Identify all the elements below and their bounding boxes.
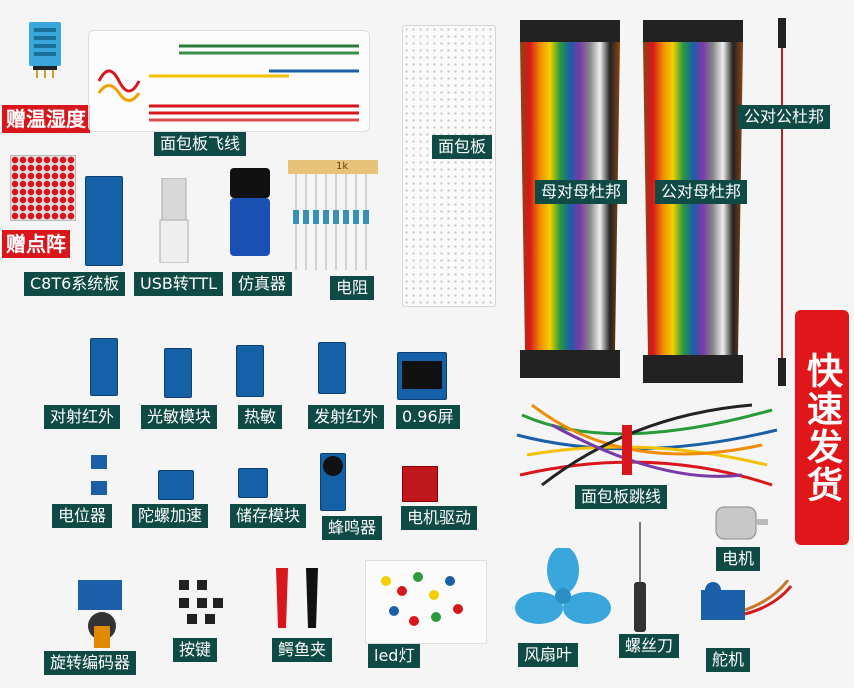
- photo-module-image: [164, 348, 192, 398]
- photo-label: 光敏模块: [141, 405, 218, 429]
- encoder-image: [78, 580, 130, 650]
- thermal-module-image: [236, 345, 264, 397]
- motor-driver-image: [402, 466, 438, 502]
- motor-label: 电机: [716, 547, 761, 571]
- potentiometer-image: [88, 455, 110, 497]
- button-image: [177, 578, 227, 628]
- storage-module-image: [238, 468, 268, 498]
- buzzer-module-image: [320, 453, 346, 511]
- c8t6-label: C8T6系统板: [24, 272, 126, 296]
- fan-blade-image: [513, 546, 613, 640]
- male-male-label: 公对公杜邦: [738, 105, 831, 129]
- gyro-module-image: [158, 470, 194, 500]
- c8t6-board-image: [85, 176, 123, 266]
- humidity-gift-label: 赠温湿度: [2, 105, 90, 133]
- oled-label: 0.96屏: [396, 405, 460, 429]
- fast-ship-banner: 快速发货: [795, 310, 849, 545]
- male-female-label: 公对母杜邦: [655, 180, 748, 204]
- screwdriver-image: [630, 522, 650, 632]
- emulator-image: [230, 168, 270, 258]
- button-label: 按键: [173, 638, 218, 662]
- encoder-label: 旋转编码器: [44, 651, 137, 675]
- dot-matrix-gift-label: 赠点阵: [2, 230, 70, 258]
- led-pack-image: [365, 560, 487, 644]
- storage-label: 储存模块: [230, 504, 307, 528]
- resistor-image: [288, 160, 378, 270]
- motor-driver-label: 电机驱动: [401, 506, 478, 530]
- fan-label: 风扇叶: [518, 643, 579, 667]
- screwdriver-label: 螺丝刀: [619, 634, 680, 658]
- ir-emit-module-image: [318, 342, 346, 394]
- led-label: led灯: [368, 644, 421, 668]
- servo-image: [693, 579, 793, 640]
- gyro-label: 陀螺加速: [132, 504, 209, 528]
- dot-matrix-image: [10, 155, 76, 221]
- oled-module-image: [397, 352, 447, 400]
- usb-ttl-image: [156, 177, 192, 264]
- male-male-dupont-image: [772, 18, 792, 388]
- thermal-label: 热敏: [238, 405, 283, 429]
- usb-ttl-label: USB转TTL: [134, 272, 224, 296]
- resistor-mark-text: 1k: [336, 161, 349, 172]
- breadboard-label: 面包板: [432, 135, 493, 159]
- wire-kit-box-image: [88, 30, 370, 132]
- breadboard-image: [402, 25, 496, 307]
- ir-pair-module-image: [90, 338, 118, 396]
- emulator-label: 仿真器: [232, 272, 293, 296]
- motor-image: [710, 503, 770, 543]
- potentiometer-label: 电位器: [52, 504, 113, 528]
- ir-pair-label: 对射红外: [44, 405, 121, 429]
- breadboard-wire-label: 面包板飞线: [154, 132, 247, 156]
- resistor-label: 电阻: [330, 276, 375, 300]
- servo-label: 舵机: [706, 648, 751, 672]
- clip-label: 鳄鱼夹: [272, 638, 333, 662]
- jumper-bundle-image: [512, 395, 782, 495]
- jumper-label: 面包板跳线: [575, 485, 668, 509]
- female-female-label: 母对母杜邦: [535, 180, 628, 204]
- alligator-clip-image: [270, 568, 330, 638]
- buzzer-label: 蜂鸣器: [322, 516, 383, 540]
- humidity-sensor-image: [25, 22, 65, 78]
- ir-emit-label: 发射红外: [308, 405, 385, 429]
